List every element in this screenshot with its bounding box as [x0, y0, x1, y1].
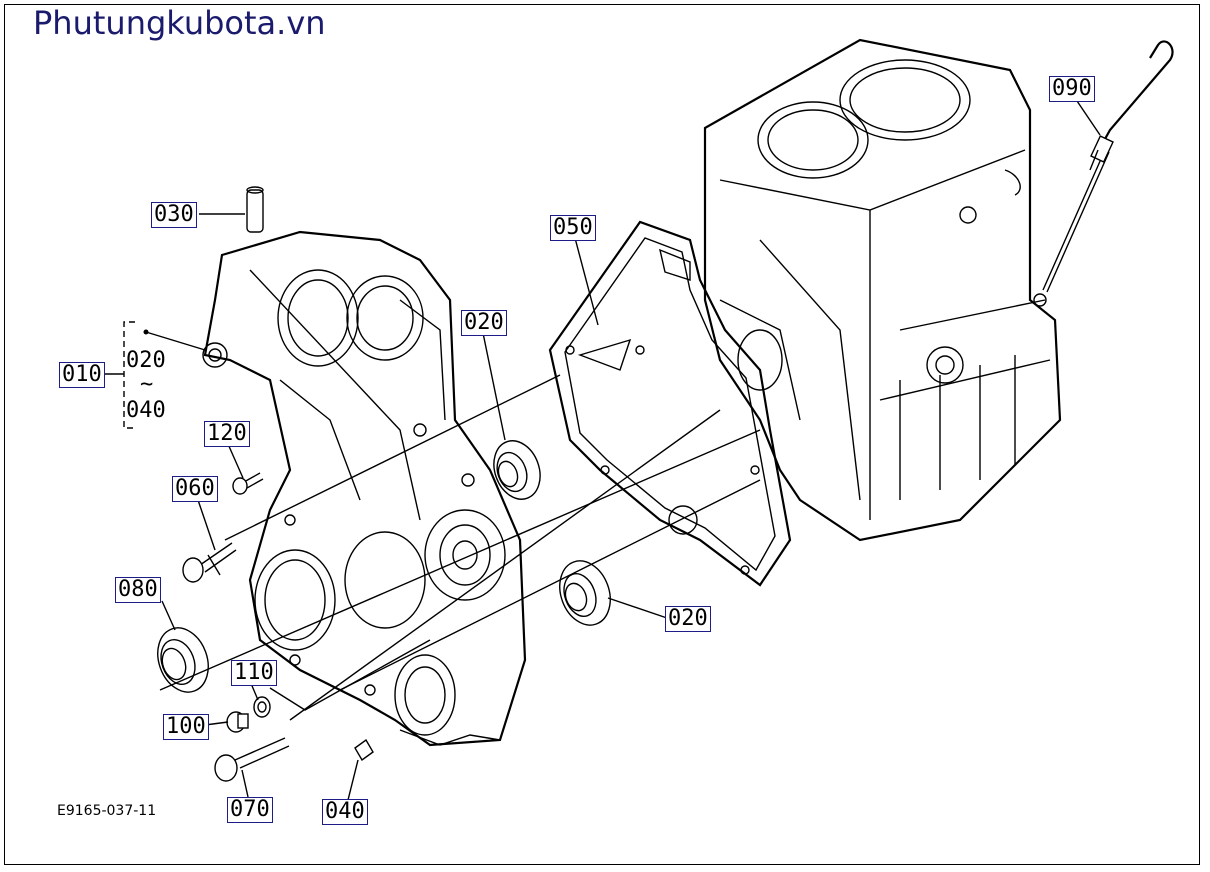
part-label-110[interactable]: 110 — [231, 660, 277, 686]
leader-lines — [104, 97, 1101, 801]
dowel-pin — [246, 186, 264, 233]
part-label-120[interactable]: 120 — [204, 421, 250, 447]
diagram-frame — [4, 4, 1200, 865]
bolt-120 — [232, 472, 264, 495]
oil-seal-lower — [559, 560, 611, 626]
part-label-030[interactable]: 030 — [151, 202, 197, 228]
part-label-060[interactable]: 060 — [172, 476, 218, 502]
part-label-080[interactable]: 080 — [115, 577, 161, 603]
oil-seal-080 — [157, 627, 209, 693]
pin-040 — [354, 738, 374, 762]
gasket — [548, 220, 792, 587]
part-label-070[interactable]: 070 — [227, 797, 273, 823]
gear-case — [202, 230, 527, 747]
dipstick — [1042, 40, 1174, 293]
range-tilde: ~ — [140, 372, 154, 397]
range-from: 020 — [126, 348, 166, 373]
bolt-060 — [182, 542, 237, 583]
part-label-090[interactable]: 090 — [1049, 76, 1095, 102]
part-label-050[interactable]: 050 — [550, 215, 596, 241]
part-label-040[interactable]: 040 — [322, 799, 368, 825]
oil-seal-upper — [493, 440, 541, 500]
part-label-020-lower[interactable]: 020 — [665, 606, 711, 632]
plug-100 — [226, 711, 249, 733]
watermark: Phutungkubota.vn — [33, 4, 326, 42]
figure-code: E9165-037-11 — [57, 803, 157, 819]
part-label-100[interactable]: 100 — [163, 714, 209, 740]
range-bracket — [123, 321, 135, 429]
cylinder-block — [703, 38, 1062, 542]
part-label-010[interactable]: 010 — [59, 362, 105, 388]
washer-110 — [253, 696, 271, 718]
part-label-020-upper[interactable]: 020 — [461, 310, 507, 336]
bolt-070 — [214, 737, 290, 782]
range-to: 040 — [126, 398, 166, 423]
